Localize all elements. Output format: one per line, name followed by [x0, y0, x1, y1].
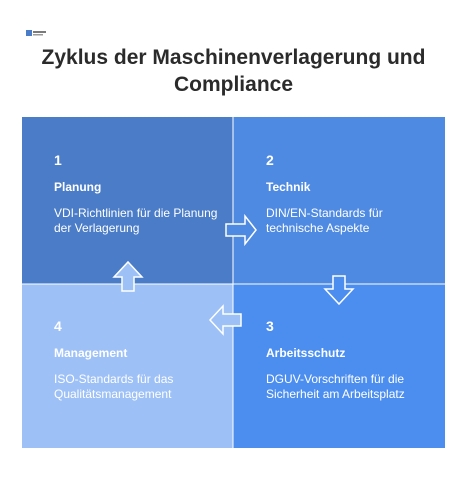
step-description: DGUV-Vorschriften für die Sicherheit am …	[266, 372, 405, 401]
step-arbeitsschutz: 3 Arbeitsschutz DGUV-Vorschriften für di…	[233, 284, 445, 448]
step-number: 3	[266, 318, 274, 334]
step-heading: Management	[54, 346, 128, 360]
step-description: DIN/EN-Standards für technische Aspekte	[266, 206, 383, 235]
step-management: 4 Management ISO-Standards für das Quali…	[22, 284, 233, 448]
step-heading: Planung	[54, 180, 102, 194]
step-number: 1	[54, 152, 62, 168]
step-planung: 1 Planung VDI-Richtlinien für die Planun…	[22, 117, 233, 284]
step-number: 2	[266, 152, 274, 168]
step-description: ISO-Standards für das Qualitätsmanagemen…	[54, 372, 174, 401]
diagram-title: Zyklus der Maschinenverlagerung und Comp…	[0, 44, 467, 98]
step-description: VDI-Richtlinien für die Planung der Verl…	[54, 206, 218, 235]
title-line-1: Zyklus der Maschinenverlagerung und	[41, 46, 426, 69]
step-technik: 2 Technik DIN/EN-Standards für technisch…	[233, 117, 445, 284]
step-heading: Arbeitsschutz	[266, 346, 346, 360]
step-heading: Technik	[266, 180, 311, 194]
title-line-2: Compliance	[173, 73, 294, 96]
step-number: 4	[54, 318, 62, 334]
logo-icon	[26, 30, 46, 36]
